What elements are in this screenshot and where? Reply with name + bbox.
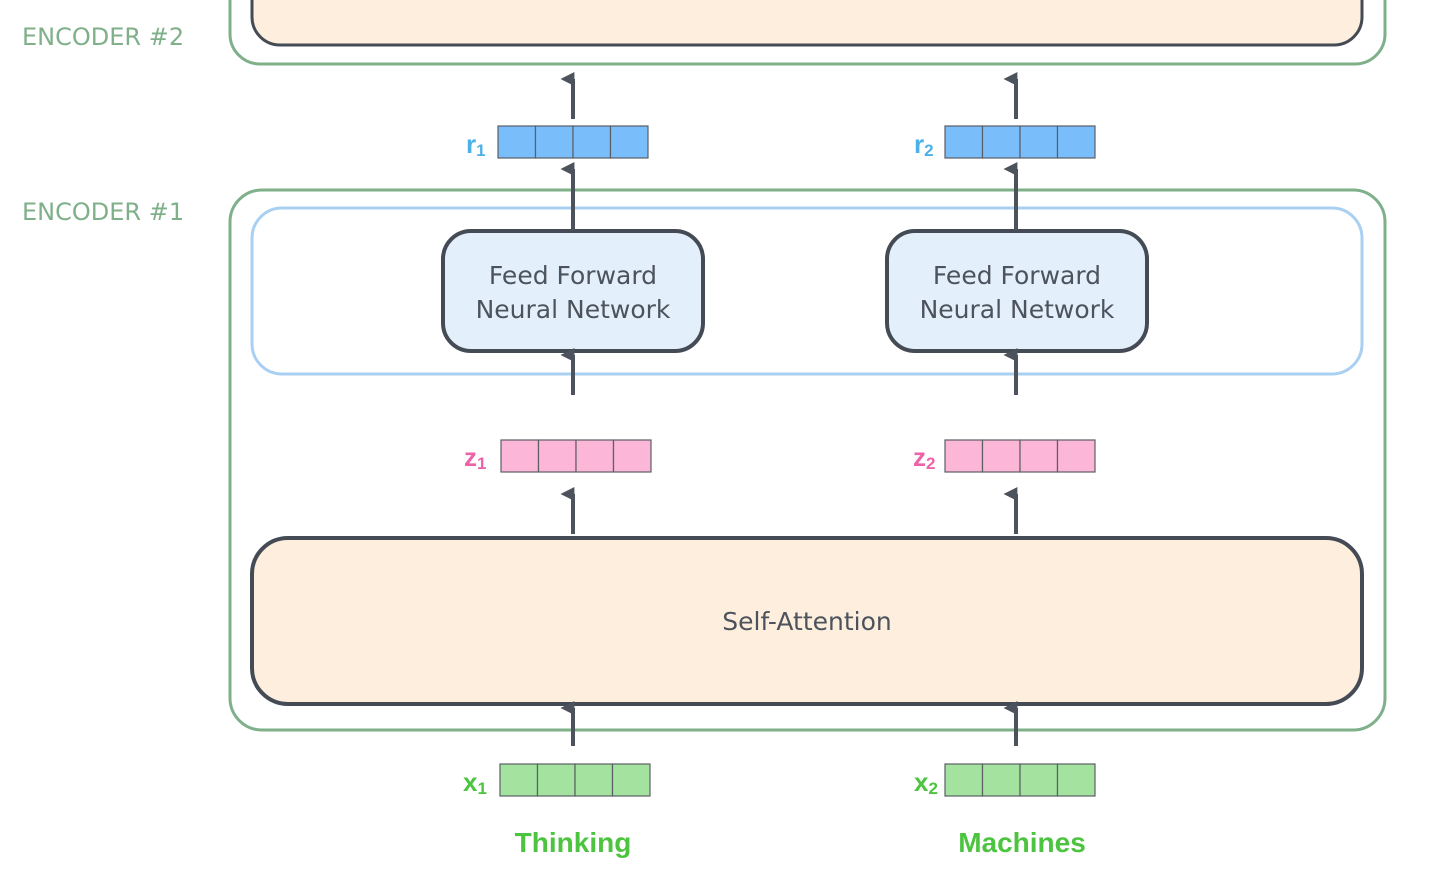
r2-vector-cell bbox=[1056, 125, 1096, 159]
r1-vector-cell bbox=[609, 125, 649, 159]
z2-vector-cell bbox=[1056, 439, 1096, 473]
r1-vector bbox=[497, 125, 649, 159]
ffn-box-1: Feed Forward Neural Network bbox=[441, 229, 705, 353]
ffn-box-1-line2: Neural Network bbox=[476, 295, 671, 324]
x1-label: x1 bbox=[463, 767, 487, 798]
x1-vector-cell bbox=[574, 763, 614, 797]
x1-vector-cell bbox=[611, 763, 651, 797]
encoder-1-label: ENCODER #1 bbox=[22, 198, 184, 226]
self-attention-box: Self-Attention bbox=[250, 536, 1364, 706]
z2-vector bbox=[944, 439, 1096, 473]
vectors-layer bbox=[497, 125, 1096, 797]
encoder-2-frame bbox=[228, 0, 1387, 66]
ffn-box-2-line1: Feed Forward bbox=[933, 261, 1101, 290]
z1-vector-cell bbox=[500, 439, 540, 473]
r2-vector-cell bbox=[981, 125, 1021, 159]
x1-vector-cell bbox=[499, 763, 539, 797]
encoder-2-self-attention-box bbox=[250, 0, 1364, 47]
encoder-2-label: ENCODER #2 bbox=[22, 23, 184, 51]
z2-vector-cell bbox=[1019, 439, 1059, 473]
r1-vector-cell bbox=[572, 125, 612, 159]
x2-vector-cell bbox=[981, 763, 1021, 797]
r1-vector-cell bbox=[534, 125, 574, 159]
word-thinking: Thinking bbox=[515, 827, 632, 858]
z2-label: z2 bbox=[913, 442, 935, 473]
r2-vector bbox=[944, 125, 1096, 159]
x2-vector-cell bbox=[944, 763, 984, 797]
r2-vector-cell bbox=[1019, 125, 1059, 159]
x2-vector-cell bbox=[1019, 763, 1059, 797]
r2-vector-cell bbox=[944, 125, 984, 159]
x2-vector-cell bbox=[1056, 763, 1096, 797]
ffn-box-1-line1: Feed Forward bbox=[489, 261, 657, 290]
x2-label: x2 bbox=[914, 767, 938, 798]
ffn-box-2-line2: Neural Network bbox=[920, 295, 1115, 324]
x1-vector bbox=[499, 763, 651, 797]
z1-label: z1 bbox=[464, 442, 486, 473]
z1-vector-cell bbox=[575, 439, 615, 473]
r1-label: r1 bbox=[466, 129, 486, 160]
z2-vector-cell bbox=[981, 439, 1021, 473]
z1-vector-cell bbox=[537, 439, 577, 473]
r1-vector-cell bbox=[497, 125, 537, 159]
z2-vector-cell bbox=[944, 439, 984, 473]
word-machines: Machines bbox=[958, 827, 1086, 858]
ffn-box-2: Feed Forward Neural Network bbox=[885, 229, 1149, 353]
ffn-group-frame bbox=[250, 206, 1364, 376]
encoder-1-frame bbox=[228, 188, 1387, 732]
z1-vector bbox=[500, 439, 652, 473]
x2-vector bbox=[944, 763, 1096, 797]
self-attention-label: Self-Attention bbox=[722, 607, 891, 636]
x1-vector-cell bbox=[536, 763, 576, 797]
r2-label: r2 bbox=[914, 129, 934, 160]
z1-vector-cell bbox=[612, 439, 652, 473]
